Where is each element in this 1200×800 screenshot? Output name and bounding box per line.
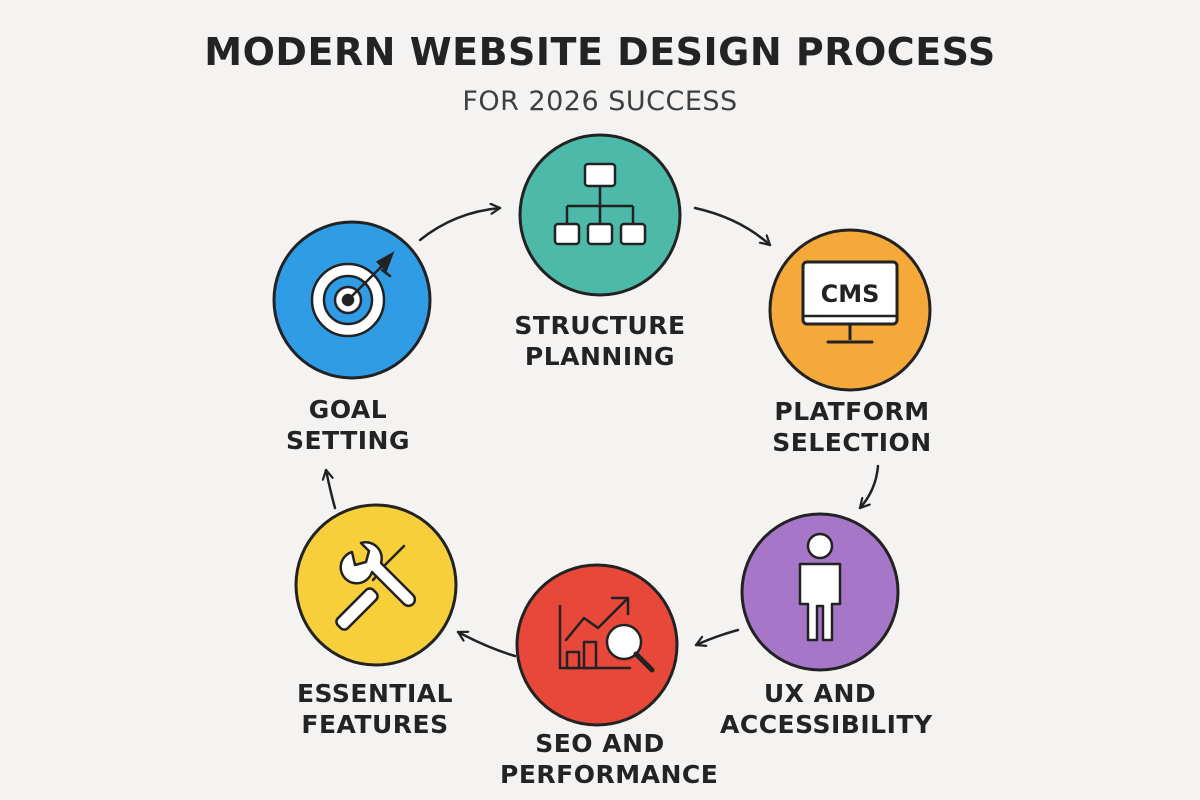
sitemap-icon [553,162,647,246]
step-label-ux-accessibility: UX AND ACCESSIBILITY [720,678,933,740]
step-label-seo-performance: SEO AND PERFORMANCE [500,728,719,790]
label-line-2: SETTING [285,426,410,455]
label-line-1: ESSENTIAL [296,679,454,708]
label-line-1: GOAL [308,395,388,424]
step-essential-features [294,503,458,667]
target-icon [310,251,395,338]
cms-monitor-icon: CMS [801,260,899,344]
diagram-title: MODERN WEBSITE DESIGN PROCESS [204,30,996,74]
step-circle [294,503,458,667]
person-icon [798,532,842,642]
label-line-2: PERFORMANCE [500,760,719,789]
label-line-2: FEATURES [301,710,449,739]
label-line-1: UX AND [763,679,877,708]
cms-text: CMS [821,280,880,308]
arrow-platform-to-ux [858,464,880,510]
arrow-features-to-goal [326,468,337,510]
step-structure-planning [518,133,682,297]
step-goal-setting [272,220,432,380]
label-line-1: SEO AND [535,729,665,758]
arrow-seo-to-features [456,632,517,658]
step-label-goal-setting: GOAL SETTING [248,394,448,456]
arrow-structure-to-platform [693,206,772,247]
arrow-goal-to-structure [418,208,502,242]
diagram-subtitle: FOR 2026 SUCCESS [462,86,738,117]
label-line-2: ACCESSIBILITY [720,710,933,739]
label-line-2: SELECTION [772,428,932,457]
label-line-1: STRUCTURE [514,311,686,340]
step-ux-accessibility [740,512,900,672]
arrow-ux-to-seo [694,628,740,645]
wrench-screwdriver-icon [335,541,417,631]
step-label-platform-selection: PLATFORM SELECTION [752,396,952,458]
step-seo-performance [515,563,679,727]
label-line-1: PLATFORM [774,397,930,426]
chart-magnifier-icon [558,596,655,673]
step-label-essential-features: ESSENTIAL FEATURES [275,678,475,740]
step-label-structure-planning: STRUCTURE PLANNING [500,310,700,372]
label-line-2: PLANNING [524,342,676,371]
step-platform-selection: CMS [768,228,932,392]
